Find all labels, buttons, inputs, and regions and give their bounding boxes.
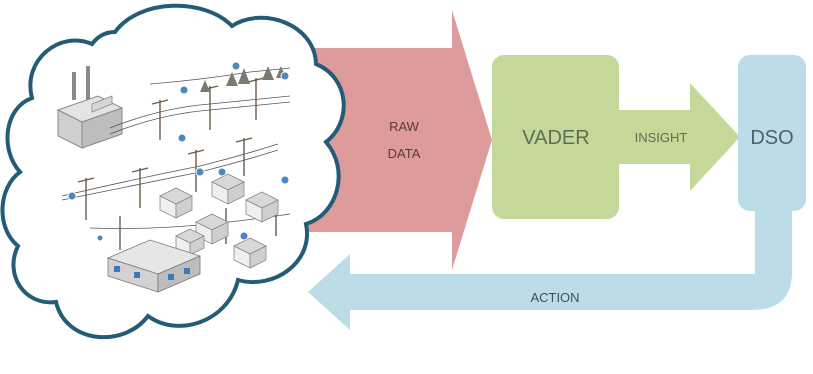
raw-data-label-line1: RAW: [389, 119, 420, 134]
insight-label: INSIGHT: [635, 130, 688, 145]
raw-data-label-line2: DATA: [388, 146, 421, 161]
power-plant-icon: [56, 66, 124, 149]
power-grid-illustration: [56, 61, 291, 293]
vader-box: [492, 55, 619, 219]
vader-node: VADER: [492, 55, 619, 219]
grid-cloud: [0, 3, 346, 340]
raw-data-arrow: RAW DATA: [300, 10, 492, 270]
action-label: ACTION: [530, 290, 579, 305]
insight-arrow: INSIGHT: [610, 83, 740, 191]
action-arrow: ACTION: [308, 178, 792, 330]
raw-data-arrow-body: [300, 10, 492, 270]
sensor-markers: [67, 61, 290, 242]
houses: [159, 173, 279, 269]
dso-label: DSO: [750, 127, 793, 149]
insight-arrow-body: [610, 83, 740, 191]
dso-node: DSO: [738, 55, 806, 211]
action-arrow-body: [308, 178, 792, 330]
vader-label: VADER: [522, 127, 589, 149]
dso-box: [738, 55, 806, 211]
warehouse-icon: [106, 239, 202, 293]
